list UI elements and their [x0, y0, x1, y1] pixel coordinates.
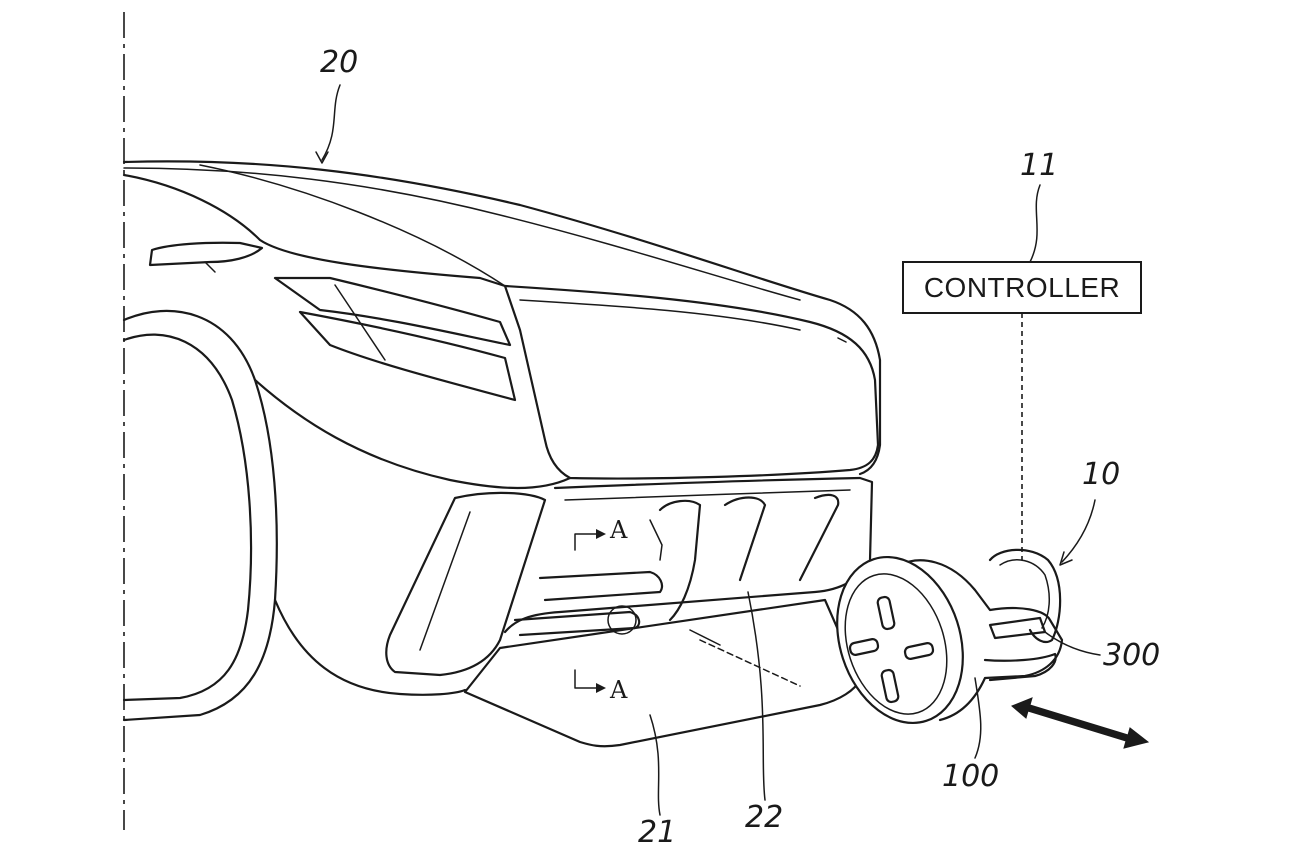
device-foot-pad	[988, 616, 1047, 640]
left-air-intake-inner	[419, 511, 471, 651]
leader-22	[747, 591, 766, 801]
wheel-slot-right	[903, 642, 935, 660]
device-skirt	[983, 652, 1057, 682]
label-20: 20	[320, 45, 358, 80]
section-marker-lower-line	[574, 669, 599, 689]
arrowhead-20	[315, 151, 329, 164]
section-label-lower: A	[609, 676, 628, 704]
rail-roller	[607, 605, 637, 635]
leader-300	[1044, 631, 1101, 656]
leader-10	[1061, 499, 1096, 563]
leader-11	[1029, 184, 1041, 263]
section-marker-upper-arrow	[596, 529, 606, 539]
label-100: 100	[942, 759, 999, 794]
section-label-upper: A	[609, 516, 628, 544]
wheel-slot-left	[848, 638, 880, 656]
vehicle-nose-mark	[837, 337, 847, 343]
vehicle-body	[122, 160, 882, 722]
motion-double-arrow	[1011, 697, 1150, 749]
device-10	[836, 548, 1064, 725]
label-21: 21	[638, 815, 676, 850]
section-markers: A A	[574, 516, 628, 704]
device-rear-wheel-inner	[999, 559, 1050, 629]
label-300: 300	[1103, 638, 1160, 673]
headlight-upper	[273, 276, 512, 347]
device-rear-wheel	[988, 548, 1062, 644]
front-tire	[122, 333, 253, 702]
bumper-opening-inner	[564, 489, 851, 501]
vehicle-mirror	[148, 241, 264, 267]
device-front-wheel-rim	[844, 573, 948, 715]
vehicle-mirror-edge	[204, 261, 216, 273]
arrowhead-10	[1059, 551, 1073, 566]
leader-20	[321, 84, 341, 161]
vehicle-nose-inner	[519, 299, 801, 331]
section-marker-lower-arrow	[596, 683, 606, 693]
wheel-arch	[122, 309, 278, 722]
bumper-lower-line	[273, 598, 467, 696]
vehicle-side-crease	[122, 173, 507, 288]
platform-mark	[689, 629, 721, 646]
wheel-slot-bottom	[880, 668, 900, 704]
controller-box: CONTROLLER	[902, 184, 1142, 560]
vehicle-roof-line	[122, 160, 882, 476]
label-10: 10	[1082, 457, 1120, 492]
slot-2	[723, 496, 767, 582]
inner-rail-upper	[538, 570, 664, 602]
device-front-wheel	[836, 555, 964, 725]
controller-box-label: CONTROLLER	[924, 272, 1120, 303]
label-11: 11	[1020, 148, 1058, 183]
reference-labels: 20 11 10 300 100 21 22	[315, 45, 1160, 850]
headlight-divider	[334, 284, 386, 361]
wheel-slot-top	[876, 595, 896, 631]
leader-21	[649, 714, 661, 816]
platform-dash-line	[699, 639, 801, 687]
controller-box-frame	[902, 261, 1142, 314]
slot-1	[658, 499, 702, 622]
left-air-intake	[385, 491, 547, 677]
headlight-lower	[298, 310, 517, 402]
slot-3	[798, 493, 840, 582]
platform-21	[463, 598, 862, 748]
leader-100	[974, 677, 982, 759]
double-arrow-shape	[1011, 697, 1150, 749]
platform-tray	[463, 598, 862, 748]
label-22: 22	[745, 800, 783, 835]
section-marker-upper-line	[574, 533, 599, 551]
rail-clip	[649, 519, 663, 561]
vehicle-upper-crease	[199, 164, 506, 287]
vehicle-nose-panel	[503, 284, 880, 480]
vehicle-roof-inner-line	[123, 167, 801, 301]
bumper-upper-line	[253, 378, 572, 490]
